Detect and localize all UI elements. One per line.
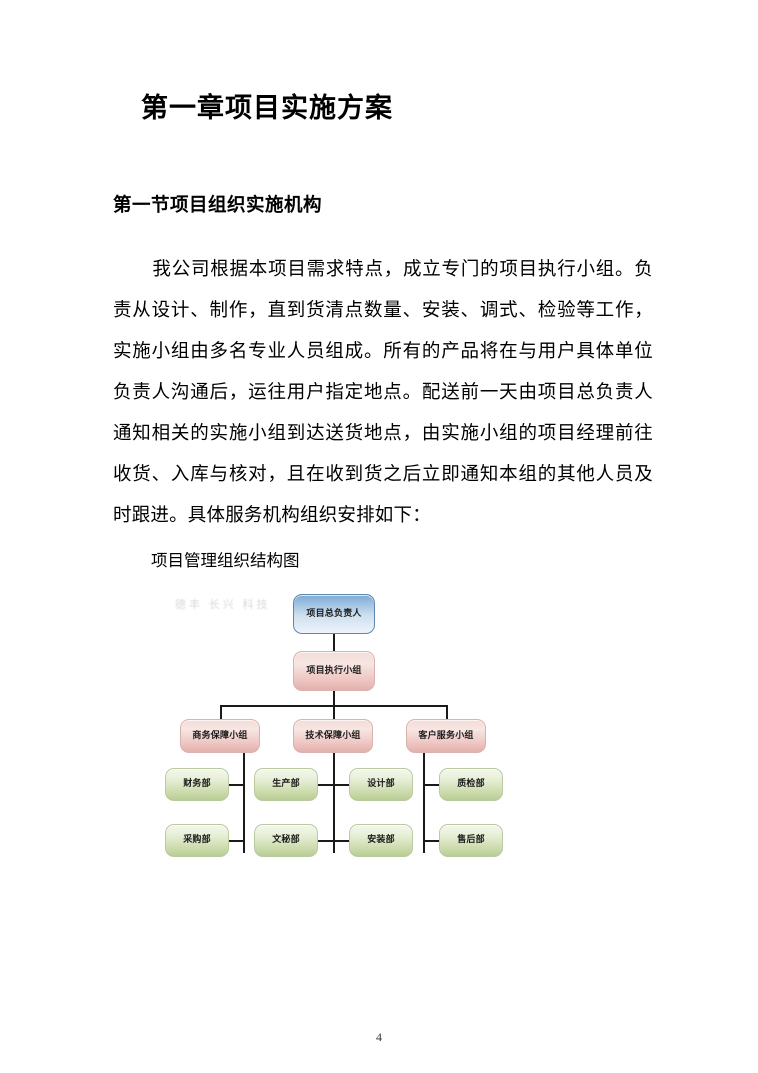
org-node-department-production: 生产部 [254, 767, 318, 801]
connector-dept-r2-c3 [333, 839, 350, 842]
org-node-root-label: 项目总负责人 [306, 607, 362, 618]
connector-root-to-executive [333, 633, 335, 651]
connector-executive-stem [333, 690, 335, 706]
page-content: 第一章项目实施方案 第一节项目组织实施机构 我公司根据本项目需求特点，成立专门的… [113, 0, 653, 878]
connector-dept-r2-c2 [317, 839, 334, 842]
org-node-group-2: 技术保障小组 [293, 718, 373, 753]
connector-dept-r1-c4 [423, 783, 440, 786]
connector-group-3-stem [423, 752, 425, 853]
org-node-root: 项目总负责人 [293, 593, 375, 634]
org-node-department-design-label: 设计部 [367, 778, 395, 789]
org-chart-figure: 德丰 长兴 科技 项目总负责人 项目执行小组 商务保障小组 技术保障小组 [157, 588, 537, 878]
connector-bus-to-group-1 [220, 704, 222, 719]
org-node-group-3: 客户服务小组 [406, 718, 486, 753]
org-node-department-secretarial-label: 文秘部 [272, 834, 300, 845]
org-node-department-aftersales-label: 售后部 [457, 834, 485, 845]
paragraph-text: 我公司根据本项目需求特点，成立专门的项目执行小组。负责从设计、制作，直到货清点数… [113, 259, 653, 526]
connector-bus-to-group-2 [333, 704, 335, 719]
org-node-group-2-label: 技术保障小组 [305, 729, 361, 740]
connector-dept-r2-c1 [228, 839, 245, 842]
org-node-department-aftersales: 售后部 [439, 823, 503, 857]
org-node-department-quality: 质检部 [439, 767, 503, 801]
org-node-department-design: 设计部 [349, 767, 413, 801]
org-node-group-3-label: 客户服务小组 [418, 729, 474, 740]
org-node-department-purchasing-label: 采购部 [183, 834, 211, 845]
chart-watermark: 德丰 长兴 科技 [175, 598, 271, 611]
connector-group-2-stem [333, 752, 335, 853]
connector-dept-r2-c4 [423, 839, 440, 842]
page-number: 4 [376, 1030, 382, 1044]
org-node-group-1: 商务保障小组 [180, 718, 260, 753]
connector-dept-r1-c1 [228, 783, 245, 786]
org-node-department-installation-label: 安装部 [367, 834, 395, 845]
org-node-department-finance-label: 财务部 [183, 778, 211, 789]
section-heading: 第一节项目组织实施机构 [113, 195, 323, 216]
page-title: 第一章项目实施方案 [141, 93, 393, 123]
org-node-department-production-label: 生产部 [272, 778, 300, 789]
org-node-executive-label: 项目执行小组 [306, 664, 362, 675]
connector-bus-to-group-3 [446, 704, 448, 719]
body-paragraph: 我公司根据本项目需求特点，成立专门的项目执行小组。负责从设计、制作，直到货清点数… [113, 218, 653, 537]
connector-dept-r1-c3 [333, 783, 350, 786]
org-node-group-1-label: 商务保障小组 [192, 729, 248, 740]
org-node-executive: 项目执行小组 [293, 650, 375, 691]
org-node-department-purchasing: 采购部 [165, 823, 229, 857]
org-node-department-finance: 财务部 [165, 767, 229, 801]
figure-caption: 项目管理组织结构图 [151, 550, 300, 570]
org-node-department-quality-label: 质检部 [457, 778, 485, 789]
connector-dept-r1-c2 [317, 783, 334, 786]
org-node-department-secretarial: 文秘部 [254, 823, 318, 857]
connector-group-1-stem [243, 752, 245, 853]
org-node-department-installation: 安装部 [349, 823, 413, 857]
